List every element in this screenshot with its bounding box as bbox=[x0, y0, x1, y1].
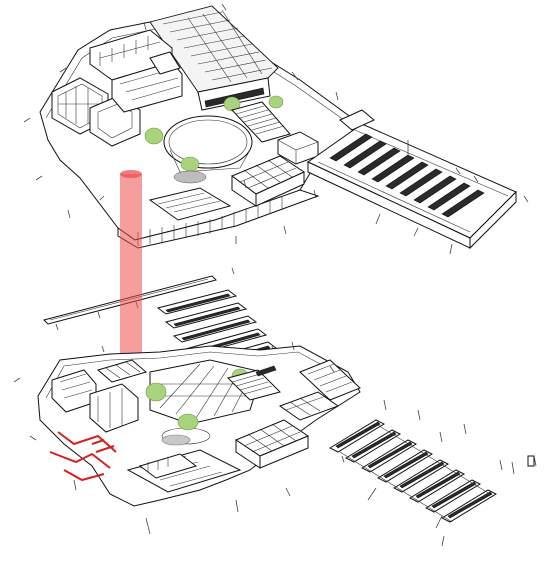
lower-right-walkway bbox=[299, 359, 361, 401]
upper-right-wing bbox=[307, 109, 517, 250]
lower-pins bbox=[13, 341, 445, 547]
lower-stair-ramp bbox=[227, 365, 281, 401]
upper-tree-c bbox=[223, 96, 241, 112]
upper-tree-a bbox=[144, 127, 164, 145]
lower-level bbox=[13, 341, 445, 547]
upper-walkway bbox=[148, 187, 232, 221]
lower-grid-blocks bbox=[234, 391, 340, 469]
upper-tree-b bbox=[180, 156, 200, 172]
highlight-column-top bbox=[120, 170, 142, 178]
upper-courtyard bbox=[144, 95, 284, 184]
lower-left-rooms bbox=[51, 359, 148, 433]
upper-tree-d bbox=[268, 95, 284, 109]
right-floating-bars bbox=[328, 399, 537, 523]
upper-left-rooms bbox=[51, 29, 183, 147]
upper-grid-block bbox=[231, 155, 306, 207]
upper-level bbox=[23, 3, 529, 255]
upper-pins bbox=[23, 3, 529, 255]
lower-tree-a bbox=[145, 382, 167, 402]
upper-stair-ramp bbox=[231, 101, 291, 143]
lower-bottom-wing bbox=[126, 449, 242, 493]
lower-tree-b bbox=[177, 413, 199, 431]
section-cut-arrows bbox=[49, 431, 117, 482]
